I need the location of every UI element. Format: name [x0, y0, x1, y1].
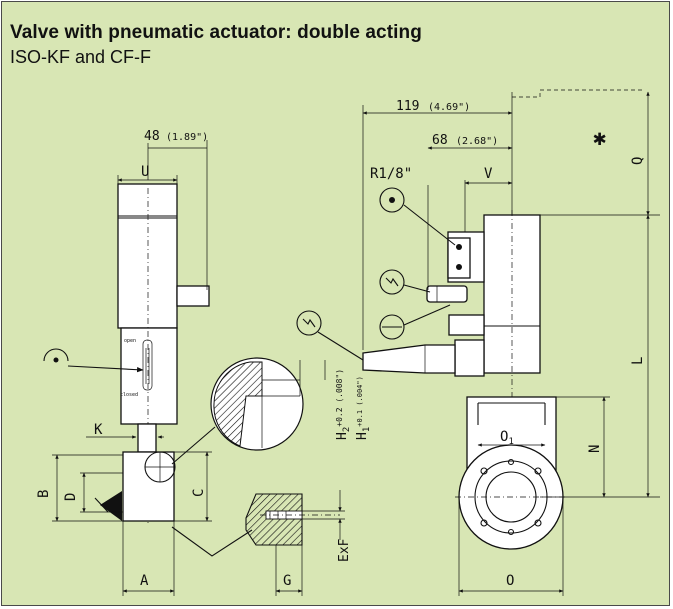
dim-Q: Q	[630, 157, 646, 165]
open-label: open	[124, 338, 136, 344]
dim-H1: H1+0.1 (.004")	[355, 376, 372, 440]
dim-68-inch: (2.68")	[456, 136, 498, 147]
air-fitting	[176, 285, 210, 307]
flange-section: ExF G	[245, 490, 352, 596]
closed-label: closed	[120, 392, 138, 398]
dim-119-inch: (4.69")	[428, 102, 470, 113]
drawing-title: Valve with pneumatic actuator: double ac…	[10, 22, 422, 43]
dim-119: 119	[396, 99, 419, 114]
dim-D: D	[63, 493, 79, 501]
dim-68: 68	[432, 133, 448, 148]
dim-48: 48	[144, 129, 160, 144]
dim-48-inch: (1.89")	[166, 132, 208, 143]
thread-port-icon	[379, 187, 405, 213]
dim-O1: O1	[500, 429, 514, 447]
exhaust-icon	[379, 269, 405, 295]
thread-label: R1/8"	[370, 166, 412, 182]
dim-C: C	[191, 489, 207, 497]
actuator-body-left	[117, 183, 178, 329]
dim-O: O	[506, 573, 514, 589]
valve-stem	[137, 423, 157, 453]
position-indicator-icon	[43, 348, 69, 362]
valve-body-left	[122, 451, 175, 522]
dim-B: B	[36, 490, 52, 498]
dim-U: U	[141, 164, 149, 180]
dim-H2: H2+0.2 (.008")	[335, 369, 352, 440]
adjuster-icon	[379, 314, 405, 340]
dim-A: A	[140, 573, 149, 589]
dim-L: L	[630, 357, 646, 365]
dim-N: N	[587, 445, 603, 453]
drawing-subtitle: ISO-KF and CF-F	[10, 47, 152, 67]
detail-circle: H2+0.2 (.008") H1+0.1 (.004")	[210, 357, 372, 451]
dim-ExF: ExF	[337, 538, 352, 562]
star-footnote-icon: ✱	[593, 126, 606, 151]
dim-G: G	[283, 573, 291, 589]
right-view: R1/8" 119 (4.69") 68 (2.68") V Q ✱	[296, 89, 660, 596]
manual-override-icon	[296, 310, 322, 336]
dim-K: K	[94, 422, 103, 438]
dim-V: V	[484, 166, 493, 182]
left-view: open closed U 48 (1.89") K B	[36, 129, 253, 596]
